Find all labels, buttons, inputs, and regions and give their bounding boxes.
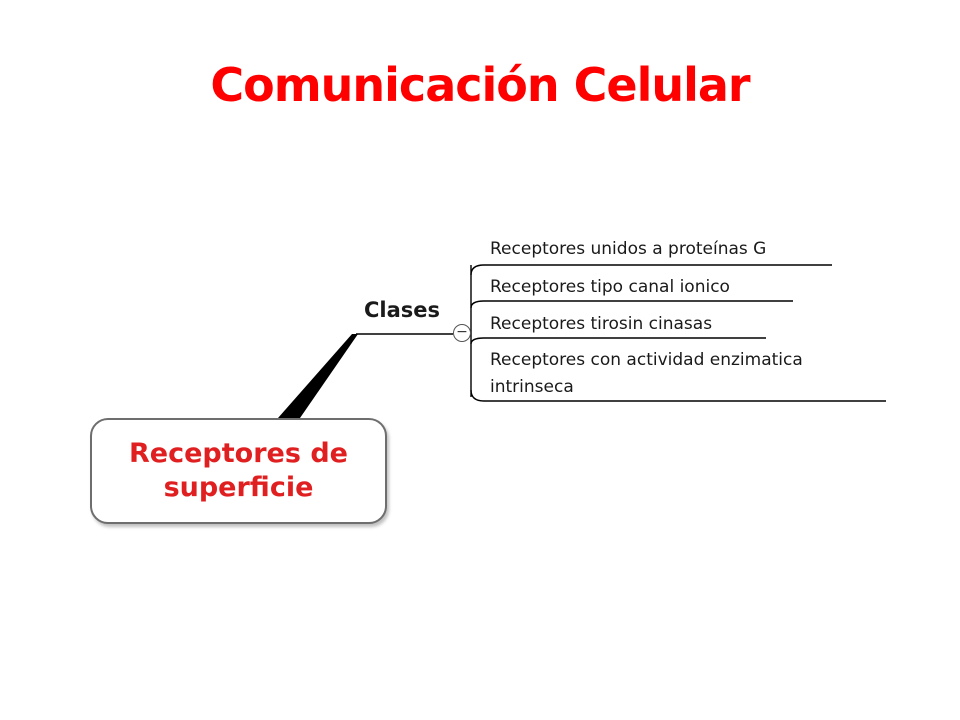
central-node-label: Receptores de superficie [129, 438, 348, 503]
leaf-node[interactable]: Receptores tipo canal ionico [490, 277, 730, 297]
leaf-node[interactable]: Receptores con actividad enzimatica [490, 350, 803, 370]
central-connector [278, 334, 358, 418]
leaf-stub-1 [470, 300, 485, 309]
central-node[interactable]: Receptores de superficie [90, 418, 387, 524]
leaf-node[interactable]: Receptores tirosin cinasas [490, 314, 713, 334]
slide-title: Comunicación Celular [210, 58, 750, 112]
leaf-node[interactable]: Receptores unidos a proteínas G [490, 239, 767, 259]
branch-label-clases[interactable]: Clases [364, 298, 441, 322]
leaf-stub-0 [470, 264, 485, 276]
leaf-stub-3 [470, 389, 485, 402]
collapse-toggle-icon[interactable]: − [453, 324, 471, 342]
leaf-node-continuation[interactable]: intrinseca [490, 377, 574, 397]
leaf-stub-2 [470, 337, 485, 345]
